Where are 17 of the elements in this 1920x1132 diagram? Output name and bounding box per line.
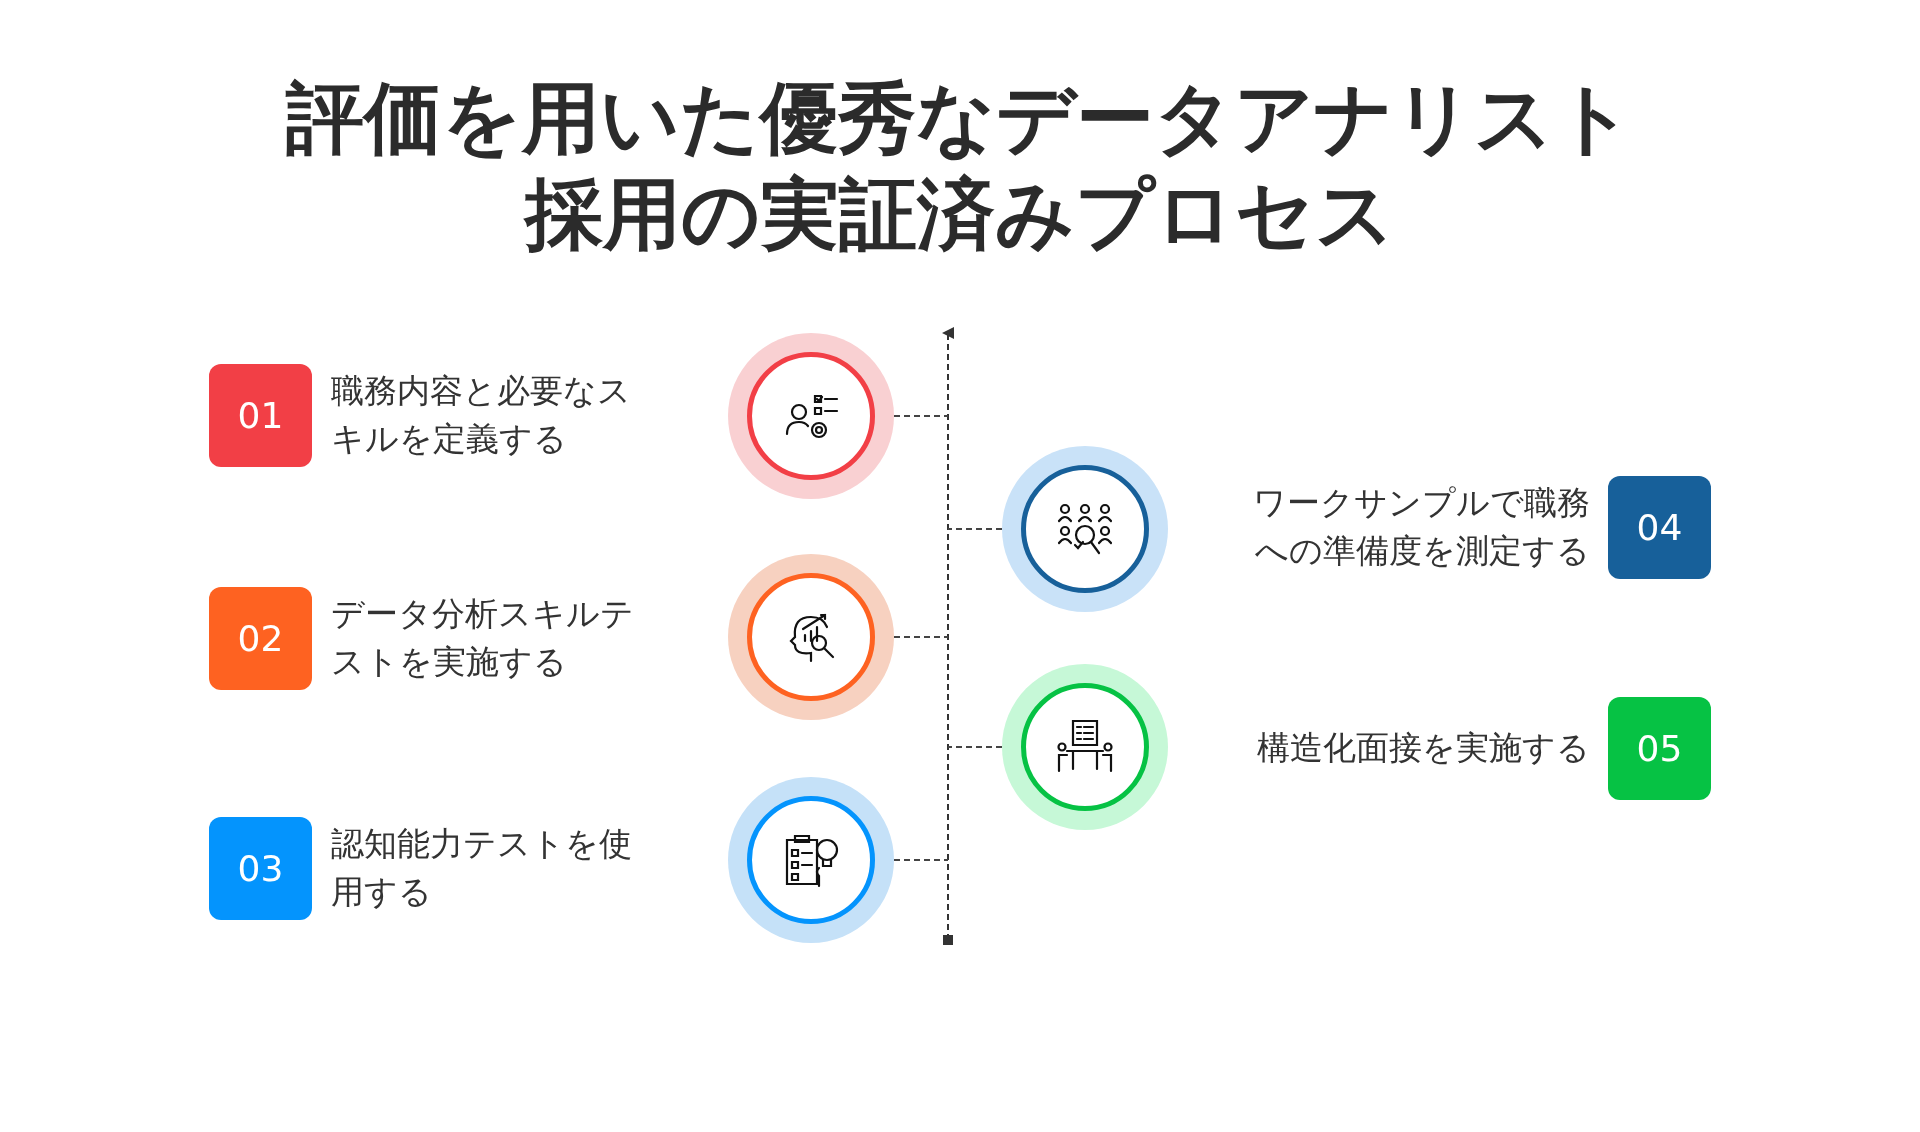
connector-line (947, 528, 1003, 530)
connector-line (893, 636, 949, 638)
step-description: ワークサンプルで職務への準備度を測定する (1252, 482, 1590, 572)
connector-line (947, 746, 1003, 748)
step-description: 職務内容と必要なスキルを定義する (331, 370, 632, 460)
step-number-badge: 01 (209, 364, 312, 467)
title: 評価を用いた優秀なデータアナリスト採用の実証済みプロセス (284, 72, 1635, 261)
step-description: 構造化面接を実施する (1256, 727, 1590, 769)
step-number-badge: 02 (209, 587, 312, 690)
step-description: 認知能力テストを使用する (331, 823, 633, 913)
timeline-axis (942, 327, 954, 945)
step-number-badge: 03 (209, 817, 312, 920)
connector-line (893, 859, 949, 861)
step-number-badge: 04 (1608, 476, 1711, 579)
connector-line (893, 415, 949, 417)
step-description: データ分析スキルテストを実施する (331, 593, 635, 683)
step-number-badge: 05 (1608, 697, 1711, 800)
